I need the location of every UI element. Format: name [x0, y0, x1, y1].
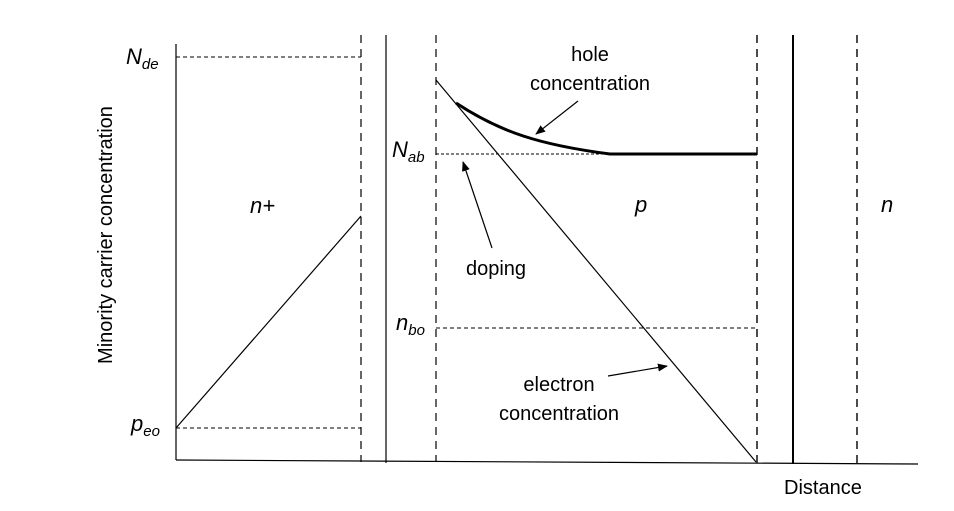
electron-concentration-line — [435, 79, 757, 463]
region-label-base: p — [634, 192, 647, 217]
x-axis — [175, 459, 919, 465]
x-axis-label: Distance — [784, 477, 862, 499]
hole-annotation-line1: hole — [571, 44, 609, 66]
region-label-collector: n — [881, 192, 893, 217]
region-label-emitter: n+ — [250, 193, 275, 218]
base-equilibrium-label: nbo — [396, 310, 425, 339]
emitter-doping-label: Nde — [126, 44, 159, 73]
hole-arrow — [535, 100, 579, 135]
electron-arrow — [607, 363, 668, 377]
hole-concentration-curve — [455, 101, 757, 156]
doping-annotation: doping — [466, 258, 526, 280]
base-doping-label: Nab — [392, 137, 425, 166]
doping-arrow — [462, 161, 493, 249]
electron-annotation-line2: concentration — [499, 403, 619, 425]
y-axis-label: Minority carrier concentration — [95, 106, 117, 364]
emitter-hole-profile — [175, 215, 362, 429]
electron-annotation-line1: electron — [523, 374, 594, 396]
emitter-equilibrium-label: peo — [130, 411, 160, 440]
hole-annotation-line2: concentration — [530, 73, 650, 95]
